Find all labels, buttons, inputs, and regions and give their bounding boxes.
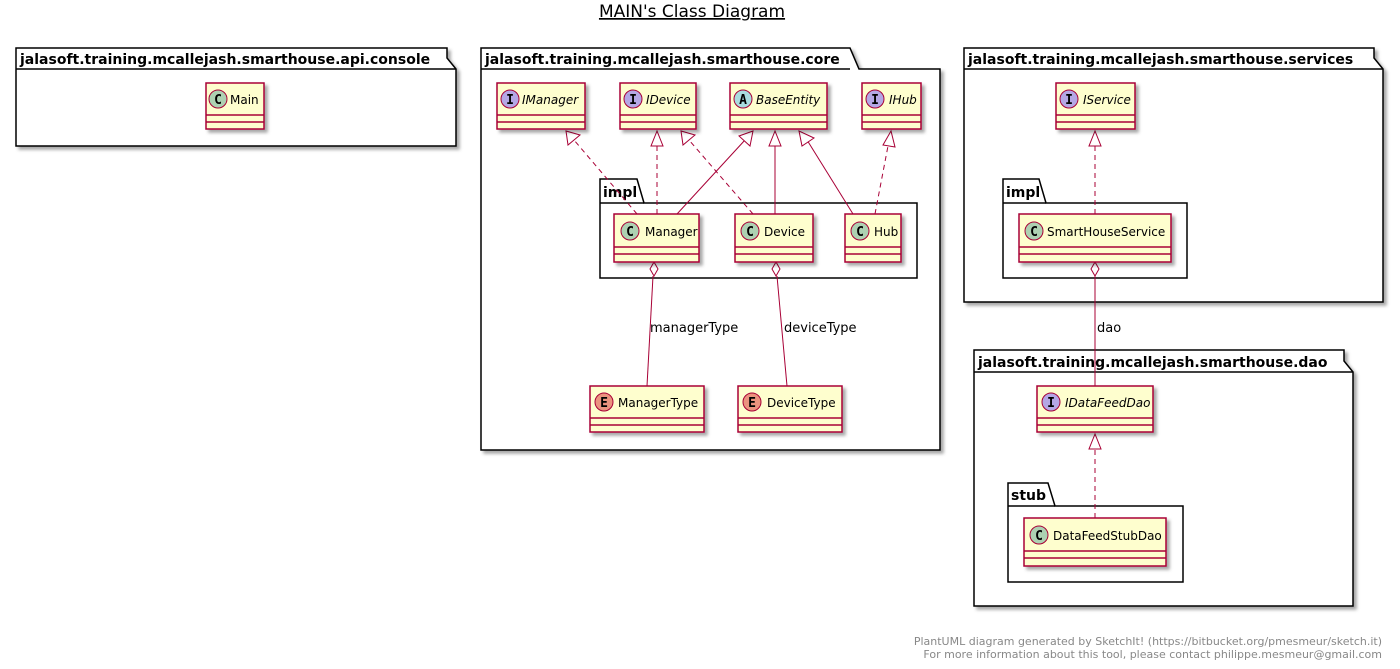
package-name: impl [603, 185, 637, 201]
class-kind-letter: I [871, 93, 879, 108]
class-name: Main [230, 93, 259, 107]
enum-managertype[interactable]: E ManagerType [589, 385, 705, 433]
edge-label-manager-type: managerType [650, 321, 738, 336]
class-name: Hub [874, 225, 898, 239]
arrowhead [798, 130, 816, 147]
footer-line-2: For more information about this tool, pl… [923, 648, 1382, 661]
arrowhead [738, 130, 754, 147]
class-icon [740, 221, 760, 241]
interface-imanager[interactable]: I IManager [496, 82, 586, 130]
class-kind-letter: E [748, 396, 756, 411]
class-kind-letter: C [1030, 225, 1038, 240]
enum-icon [594, 392, 614, 412]
arrowhead [882, 129, 896, 148]
class-name: IService [1083, 93, 1131, 107]
package-name: jalasoft.training.mcallejash.smarthouse.… [967, 52, 1353, 68]
abstract-baseentity[interactable]: A BaseEntity [729, 82, 828, 130]
class-icon [1024, 221, 1044, 241]
edge-label-dao: dao [1097, 321, 1121, 336]
class-name: IDevice [646, 93, 691, 107]
class-main[interactable]: C Main [205, 82, 265, 130]
class-kind-letter: C [626, 225, 634, 240]
class-manager[interactable]: C Manager [613, 213, 700, 263]
interface-idevice[interactable]: I IDevice [619, 82, 697, 130]
aggregation-manager-managertype [646, 275, 654, 387]
enum-icon [742, 392, 762, 412]
interface-idatafeeddao[interactable]: I IDataFeedDao [1036, 385, 1154, 433]
class-icon [850, 221, 870, 241]
class-name: ManagerType [618, 396, 698, 410]
arrowhead [1088, 432, 1102, 450]
class-name: IManager [522, 93, 579, 107]
edge-label-device-type: deviceType [784, 321, 857, 336]
class-smarthouseservice[interactable]: C SmartHouseService [1018, 213, 1172, 263]
aggregation-diamond [649, 260, 659, 278]
interface-icon [500, 89, 520, 109]
generalization-manager-baseentity [676, 139, 746, 215]
package-name: jalasoft.training.mcallejash.smarthouse.… [19, 52, 430, 68]
aggregation-diamond [1090, 260, 1100, 278]
class-kind-letter: I [1065, 93, 1073, 108]
class-kind-letter: I [506, 93, 514, 108]
generalization-hub-baseentity [806, 139, 854, 215]
class-kind-letter: E [600, 396, 608, 411]
relations [565, 129, 1102, 518]
interface-iservice[interactable]: I IService [1055, 82, 1136, 130]
diagram-title: MAIN's Class Diagram [599, 2, 785, 22]
class-icon [620, 221, 640, 241]
enum-devicetype[interactable]: E DeviceType [737, 385, 843, 433]
class-datafeedstubdao[interactable]: C DataFeedStubDao [1023, 517, 1167, 567]
realization-hub-ihub [874, 145, 889, 215]
class-name: DataFeedStubDao [1053, 529, 1162, 543]
class-name: SmartHouseService [1047, 225, 1165, 239]
class-kind-letter: I [629, 93, 637, 108]
arrowhead [565, 130, 582, 146]
class-name: Device [764, 225, 805, 239]
class-icon [208, 89, 228, 109]
class-name: BaseEntity [756, 93, 821, 107]
class-device[interactable]: C Device [734, 213, 814, 263]
package-name: jalasoft.training.mcallejash.smarthouse.… [977, 355, 1328, 371]
class-kind-letter: C [214, 93, 222, 108]
arrowhead [768, 129, 782, 147]
package-name: stub [1011, 488, 1046, 504]
class-name: IHub [889, 93, 917, 107]
interface-icon [865, 89, 885, 109]
class-kind-letter: C [856, 225, 864, 240]
class-kind-letter: A [739, 93, 747, 108]
realization-device-idevice [688, 139, 754, 215]
realization-manager-imanager [573, 139, 638, 215]
interface-icon [1041, 392, 1061, 412]
interface-icon [1059, 89, 1079, 109]
class-kind-letter: C [1035, 529, 1043, 544]
arrowhead [650, 129, 664, 147]
interface-ihub[interactable]: I IHub [861, 82, 922, 130]
interface-icon [623, 89, 643, 109]
class-kind-letter: I [1047, 396, 1055, 411]
package-name: jalasoft.training.mcallejash.smarthouse.… [484, 52, 840, 68]
class-name: DeviceType [767, 396, 836, 410]
class-name: Manager [645, 225, 698, 239]
class-hub[interactable]: C Hub [844, 213, 902, 263]
package-name: impl [1006, 185, 1040, 201]
class-icon [1029, 525, 1049, 545]
arrowhead [680, 130, 697, 146]
aggregation-diamond [771, 260, 781, 278]
class-name: IDataFeedDao [1065, 396, 1150, 410]
abstract-icon [733, 89, 753, 109]
aggregation-device-devicetype [776, 275, 788, 387]
arrowhead [1088, 129, 1102, 147]
footer-line-1: PlantUML diagram generated by SketchIt! … [914, 635, 1382, 648]
class-kind-letter: C [746, 225, 754, 240]
